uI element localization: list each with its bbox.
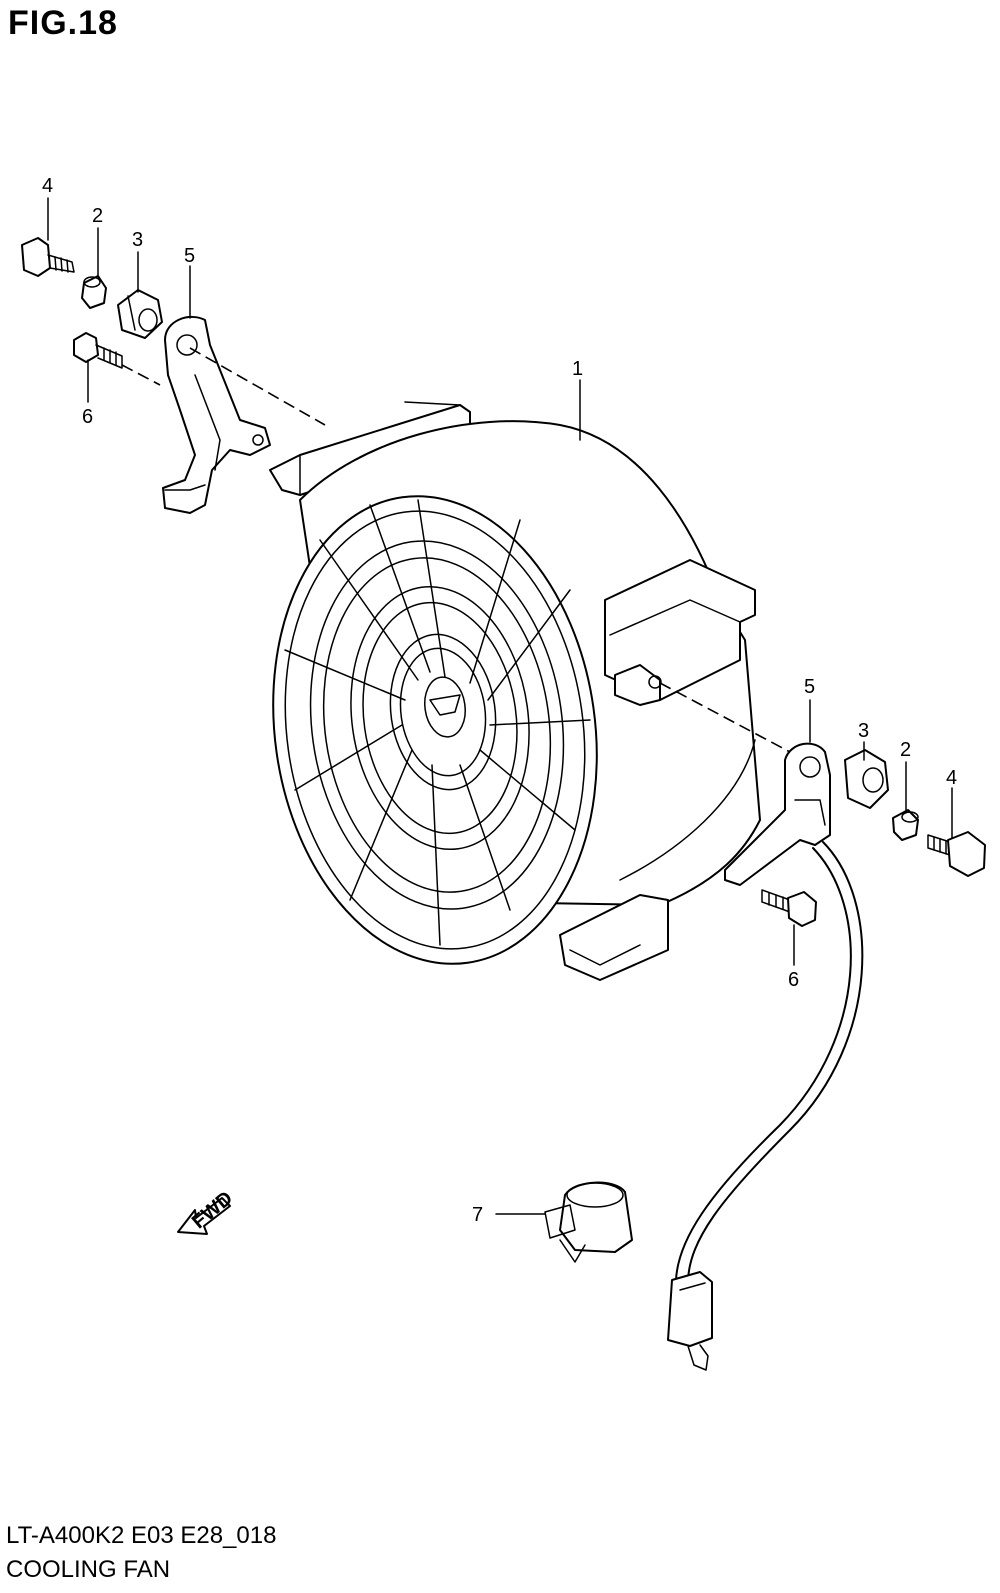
bracket-5-left <box>162 315 271 514</box>
grommet-3-right <box>844 749 889 809</box>
fan-wire-lead <box>667 841 864 1371</box>
callout-5-left: 5 <box>184 245 195 267</box>
callout-6-left: 6 <box>82 406 93 428</box>
figure-title: FIG.18 <box>8 4 118 42</box>
callout-6-right: 6 <box>788 969 799 991</box>
leader-lines <box>47 197 953 966</box>
fwd-direction-arrow: FWD <box>177 1187 237 1235</box>
bolt-4-right <box>927 831 986 877</box>
callout-2-left: 2 <box>92 205 103 227</box>
assembly-line-left-bolt <box>121 364 161 386</box>
bolt-6-left <box>73 332 123 369</box>
cooling-fan-assembly <box>269 401 761 981</box>
callout-3-left: 3 <box>132 229 143 251</box>
callout-3-right: 3 <box>858 720 869 742</box>
callout-1: 1 <box>572 358 583 380</box>
grommet-3-left <box>117 289 163 339</box>
model-code: LT-A400K2 E03 E28_018 <box>6 1522 277 1549</box>
callout-5-right: 5 <box>804 676 815 698</box>
assembly-line-right <box>659 682 791 753</box>
bolt-6-right <box>761 889 817 927</box>
fwd-label: FWD <box>188 1187 237 1233</box>
hose-clamp-7 <box>544 1181 633 1263</box>
callout-4-left: 4 <box>42 175 53 197</box>
bracket-5-right <box>724 742 831 886</box>
collar-2-right <box>892 809 919 841</box>
callout-2-right: 2 <box>900 739 911 761</box>
collar-2-left <box>81 275 107 309</box>
callout-4-right: 4 <box>946 767 957 789</box>
figure-name: COOLING FAN <box>6 1556 171 1583</box>
assembly-line-left-top <box>189 347 326 426</box>
bolt-4-left <box>21 237 75 277</box>
callout-7: 7 <box>472 1204 483 1226</box>
